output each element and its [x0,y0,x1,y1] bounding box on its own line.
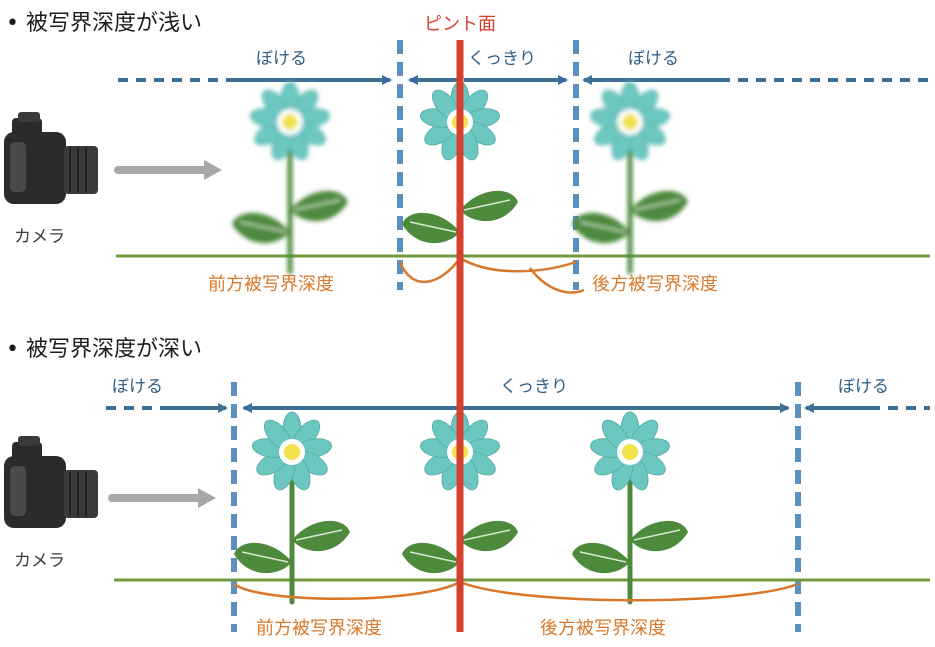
section-heading-shallow: • [6,11,19,36]
rear-dof-pointer-shallow [529,267,585,294]
section-deep: • 被写界深度が深い ぼける くっきり ぼける カメラ 前方被写界深度 後方被写… [3,337,930,639]
label-sharp-shallow: くっきり [468,49,536,69]
camera-label-deep: カメラ [14,551,65,571]
heading-text-shallow: 被写界深度が浅い [26,11,202,36]
rear-dof-label-deep: 後方被写界深度 [540,618,666,639]
label-sharp-deep: くっきり [500,377,568,397]
section-heading-deep: • [6,337,19,362]
camera-icon-deep [3,435,99,529]
front-dof-curve-shallow [398,257,462,283]
flower-far-blurred [572,82,688,272]
flower-near-blurred [232,82,348,272]
label-blur-far-shallow: ぼける [628,49,679,69]
section-shallow: • 被写界深度が浅い ぼける くっきり ぼける カメラ 前方被写界深度 後方被写… [3,11,930,295]
flower-far-sharp [572,412,688,602]
front-dof-curve-deep [233,580,461,600]
rear-dof-label-shallow: 後方被写界深度 [592,274,718,295]
light-arrow-head-deep [198,488,216,508]
label-blur-near-deep: ぼける [112,377,163,397]
label-blur-far-deep: ぼける [838,377,889,397]
front-dof-label-shallow: 前方被写界深度 [208,274,334,295]
rear-dof-curve-deep [459,580,799,602]
front-dof-label-deep: 前方被写界深度 [256,618,382,639]
flower-near-sharp [234,412,350,602]
light-arrow-head [204,160,222,180]
label-blur-near-shallow: ぼける [256,49,307,69]
camera-icon [3,111,99,205]
rear-dof-curve-shallow [459,256,577,273]
focus-plane-label: ピント面 [424,14,496,35]
heading-text-deep: 被写界深度が深い [26,337,202,362]
camera-label-shallow: カメラ [14,227,65,247]
